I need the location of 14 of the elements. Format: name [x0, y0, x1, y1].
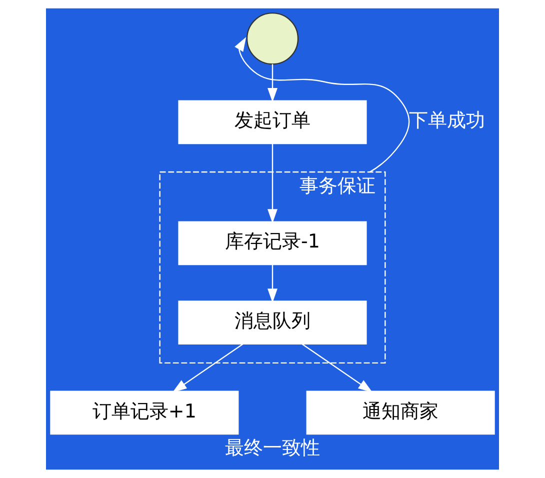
node-box: 发起订单 [178, 100, 367, 144]
arrow [268, 264, 278, 303]
node-circle [246, 12, 299, 65]
arrow [234, 37, 410, 173]
node-box: 库存记录-1 [178, 221, 367, 266]
arrow [268, 144, 278, 224]
arrow [172, 344, 244, 392]
arrow [268, 64, 278, 102]
node-box: 消息队列 [178, 300, 367, 345]
node-box: 通知商家 [306, 390, 495, 435]
caption: 最终一致性 [225, 436, 320, 459]
node-box: 订单记录+1 [50, 390, 239, 435]
arrow [302, 344, 373, 392]
edge-label: 下单成功 [408, 110, 485, 132]
